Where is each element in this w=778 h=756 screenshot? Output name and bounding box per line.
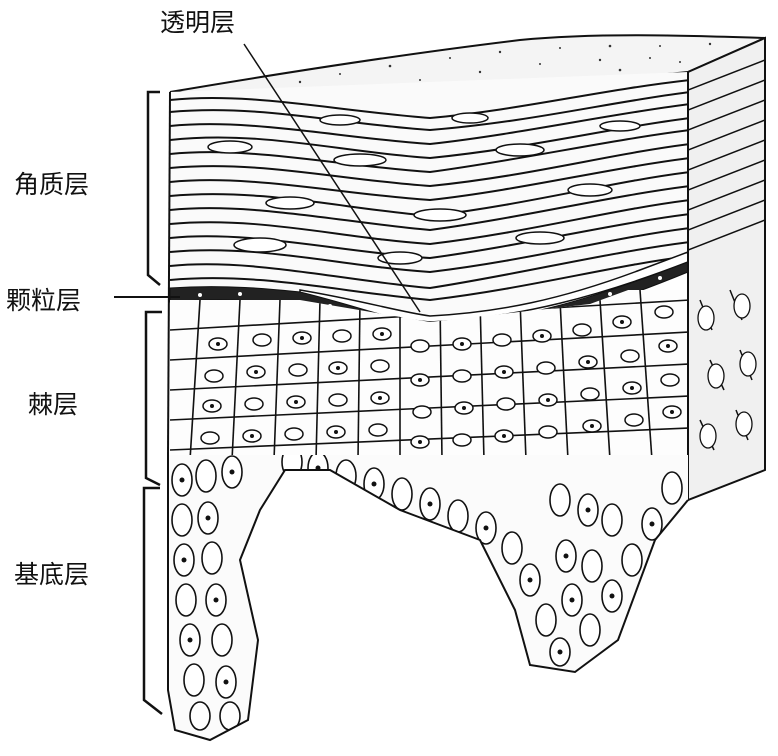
label-stratum-spinosum: 棘层: [28, 390, 79, 419]
bracket-stratum-corneum: [146, 90, 161, 286]
surface-dots: [298, 42, 712, 89]
bracket-stratum-spinosum: [144, 310, 162, 487]
block-side-outline: [687, 36, 766, 502]
basale-outline: [167, 455, 689, 742]
stratum-basale-layer: [168, 455, 688, 740]
label-stratum-lucidum: 透明层: [160, 8, 236, 37]
bracket-stratum-basale: [142, 486, 163, 715]
block-side-face: [688, 38, 765, 500]
label-stratum-basale: 基底层: [14, 560, 90, 589]
label-stratum-corneum: 角质层: [14, 170, 90, 199]
block-left-edge: [167, 91, 171, 456]
leader-line-stratum-lucidum: [243, 43, 421, 313]
stratum-spinosum-layer: [170, 289, 688, 455]
label-stratum-granulosum: 颗粒层: [6, 286, 82, 315]
stratum-corneum-layer: [170, 72, 688, 318]
